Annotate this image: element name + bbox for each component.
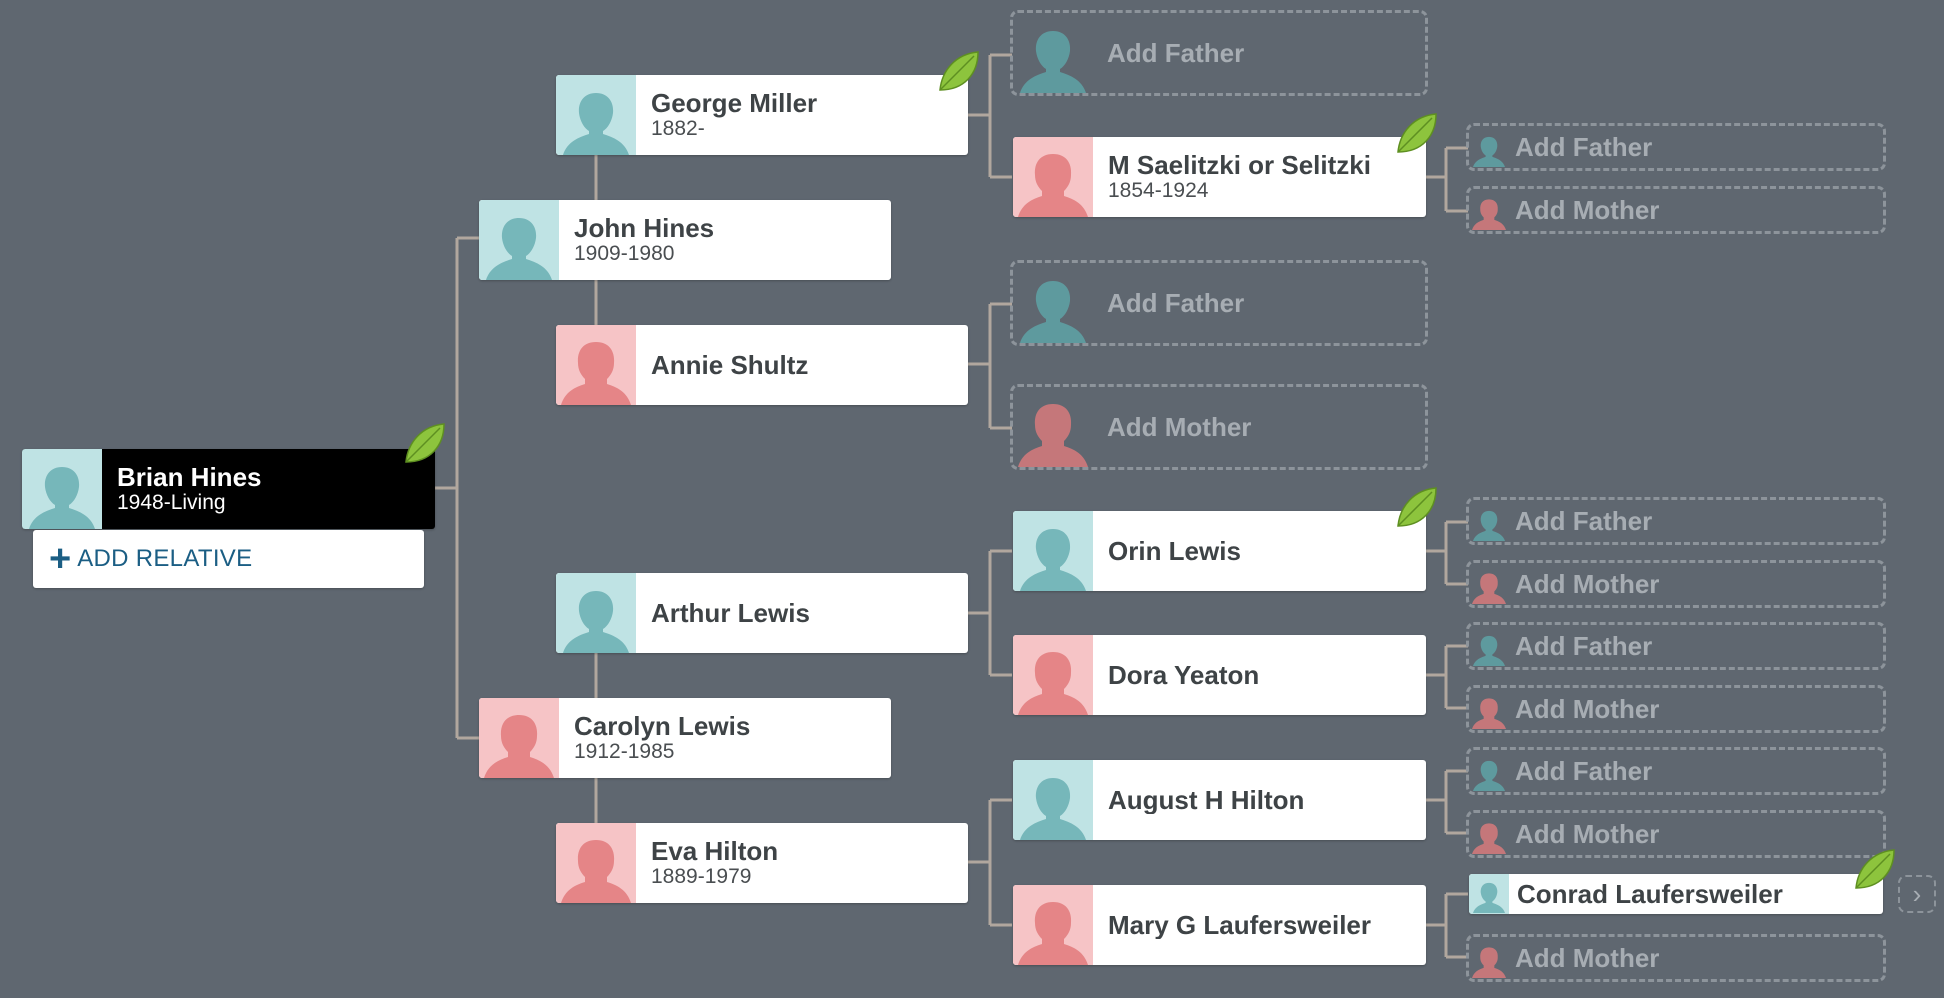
person-card-carolyn-lewis[interactable]: Carolyn Lewis 1912-1985 (479, 698, 891, 778)
person-dates: 1854-1924 (1108, 179, 1209, 202)
person-name: Conrad Laufersweiler (1517, 880, 1783, 908)
female-silhouette-icon (1469, 563, 1509, 605)
add-father-label: Add Father (1515, 505, 1653, 536)
plus-icon: + (49, 538, 72, 580)
add-mother-label: Add Mother (1515, 693, 1660, 724)
person-name: John Hines (574, 214, 715, 243)
add-mother-label: Add Mother (1107, 411, 1252, 442)
male-silhouette-icon (1469, 126, 1509, 168)
female-silhouette-icon (479, 698, 559, 778)
add-mother-button[interactable]: Add Mother (1466, 934, 1886, 982)
person-card-conrad-laufersweiler[interactable]: Conrad Laufersweiler (1469, 874, 1883, 914)
add-mother-button[interactable]: Add Mother (1466, 186, 1886, 234)
person-card-august-h-hilton[interactable]: August H Hilton (1013, 760, 1426, 840)
hint-leaf-icon[interactable] (402, 420, 448, 466)
person-name: Orin Lewis (1108, 537, 1241, 565)
male-silhouette-icon (479, 200, 559, 280)
add-relative-button[interactable]: + ADD RELATIVE (33, 530, 424, 588)
person-name: Brian Hines (117, 463, 262, 492)
add-father-button[interactable]: Add Father (1466, 123, 1886, 171)
person-card-orin-lewis[interactable]: Orin Lewis (1013, 511, 1426, 591)
person-card-dora-yeaton[interactable]: Dora Yeaton (1013, 635, 1426, 715)
hint-leaf-icon[interactable] (1852, 846, 1898, 892)
add-father-button[interactable]: Add Father (1466, 747, 1886, 795)
add-father-button[interactable]: Add Father (1010, 10, 1428, 96)
male-silhouette-icon (1469, 750, 1509, 792)
female-silhouette-icon (1469, 937, 1509, 979)
add-father-button[interactable]: Add Father (1466, 622, 1886, 670)
expand-more-button[interactable]: › (1898, 875, 1936, 913)
male-silhouette-icon (1469, 874, 1509, 914)
add-father-label: Add Father (1107, 287, 1245, 318)
male-silhouette-icon (556, 75, 636, 155)
add-mother-label: Add Mother (1515, 942, 1660, 973)
male-silhouette-icon (22, 449, 102, 529)
hint-leaf-icon[interactable] (936, 48, 982, 94)
person-card-arthur-lewis[interactable]: Arthur Lewis (556, 573, 968, 653)
chevron-right-icon: › (1912, 878, 1922, 909)
female-silhouette-icon (1469, 189, 1509, 231)
hint-leaf-icon[interactable] (1394, 110, 1440, 156)
person-name: Arthur Lewis (651, 599, 810, 627)
male-silhouette-icon (1469, 500, 1509, 542)
female-silhouette-icon (1013, 885, 1093, 965)
hint-leaf-icon[interactable] (1394, 484, 1440, 530)
person-card-john-hines[interactable]: John Hines 1909-1980 (479, 200, 891, 280)
person-card-m-saelitzki[interactable]: M Saelitzki or Selitzki 1854-1924 (1013, 137, 1426, 217)
add-father-label: Add Father (1515, 630, 1653, 661)
add-mother-label: Add Mother (1515, 568, 1660, 599)
add-mother-label: Add Mother (1515, 818, 1660, 849)
add-mother-button[interactable]: Add Mother (1466, 560, 1886, 608)
person-dates: 1909-1980 (574, 242, 675, 265)
person-dates: 1948-Living (117, 491, 226, 514)
male-silhouette-icon (1013, 760, 1093, 840)
person-card-mary-g-laufersweiler[interactable]: Mary G Laufersweiler (1013, 885, 1426, 965)
add-relative-label: ADD RELATIVE (77, 545, 253, 572)
person-dates: 1889-1979 (651, 865, 752, 888)
person-name: August H Hilton (1108, 786, 1305, 814)
add-father-button[interactable]: Add Father (1010, 260, 1428, 346)
person-name: Eva Hilton (651, 837, 779, 866)
person-dates: 1882- (651, 117, 705, 140)
add-mother-button[interactable]: Add Mother (1466, 810, 1886, 858)
person-name: Annie Shultz (651, 351, 809, 379)
person-card-eva-hilton[interactable]: Eva Hilton 1889-1979 (556, 823, 968, 903)
person-name: M Saelitzki or Selitzki (1108, 151, 1371, 180)
person-card-annie-shultz[interactable]: Annie Shultz (556, 325, 968, 405)
add-father-label: Add Father (1515, 131, 1653, 162)
person-name: Carolyn Lewis (574, 712, 751, 741)
person-card-george-miller[interactable]: George Miller 1882- (556, 75, 968, 155)
male-silhouette-icon (1013, 511, 1093, 591)
female-silhouette-icon (1013, 635, 1093, 715)
person-name: George Miller (651, 89, 818, 118)
female-silhouette-icon (1469, 813, 1509, 855)
person-name: Dora Yeaton (1108, 661, 1260, 689)
person-dates: 1912-1985 (574, 740, 675, 763)
female-silhouette-icon (556, 325, 636, 405)
add-father-label: Add Father (1515, 755, 1653, 786)
male-silhouette-icon (556, 573, 636, 653)
female-silhouette-icon (1013, 387, 1093, 467)
add-father-label: Add Father (1107, 37, 1245, 68)
person-card-brian-hines[interactable]: Brian Hines 1948-Living (22, 449, 435, 529)
female-silhouette-icon (1013, 137, 1093, 217)
male-silhouette-icon (1469, 625, 1509, 667)
add-father-button[interactable]: Add Father (1466, 497, 1886, 545)
male-silhouette-icon (1013, 13, 1093, 93)
female-silhouette-icon (1469, 688, 1509, 730)
male-silhouette-icon (1013, 263, 1093, 343)
add-mother-label: Add Mother (1515, 194, 1660, 225)
add-mother-button[interactable]: Add Mother (1466, 685, 1886, 733)
add-mother-button[interactable]: Add Mother (1010, 384, 1428, 470)
person-name: Mary G Laufersweiler (1108, 911, 1371, 939)
female-silhouette-icon (556, 823, 636, 903)
